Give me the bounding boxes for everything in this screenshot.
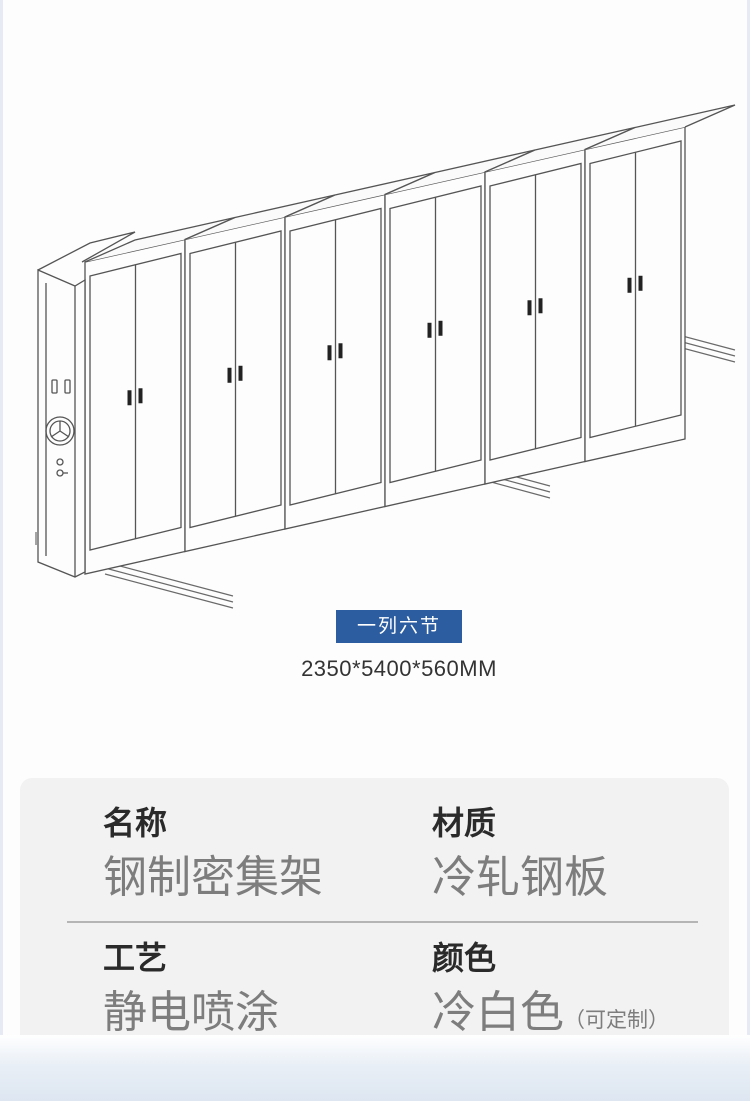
spec-name-label: 名称 <box>103 804 168 842</box>
door-handle-icon <box>538 298 543 314</box>
spec-color-note: （可定制） <box>564 1008 669 1032</box>
spec-material-value: 冷轧钢板 <box>432 852 608 903</box>
spec-divider <box>67 921 698 923</box>
spec-material-label: 材质 <box>432 804 497 842</box>
door-handle-icon <box>227 367 232 383</box>
background-band <box>0 1035 750 1101</box>
spec-color-label: 颜色 <box>432 939 497 977</box>
mobile-shelving-illustration <box>35 104 736 609</box>
spec-process-value: 静电喷涂 <box>103 987 279 1038</box>
cabinet-bay <box>384 149 536 508</box>
spec-color: 颜色 冷白色（可定制） <box>432 940 669 1045</box>
end-panel <box>37 231 136 578</box>
door-handle-icon <box>427 322 432 338</box>
cabinet-bay <box>584 104 736 463</box>
spec-name-value: 钢制密集架 <box>103 852 323 903</box>
spec-process: 工艺 静电喷涂 <box>103 940 279 1038</box>
spec-process-label: 工艺 <box>103 939 168 977</box>
spec-color-value: 冷白色 <box>432 987 564 1038</box>
door-handle-icon <box>327 345 332 361</box>
door-handle-icon <box>627 277 632 293</box>
door-handle-icon <box>238 365 243 381</box>
door-handle-icon <box>127 390 132 406</box>
door-handle-icon <box>438 320 443 336</box>
door-handle-icon <box>138 388 143 404</box>
spec-material: 材质 冷轧钢板 <box>432 805 608 903</box>
dimensions-text: 2350*5400*560MM <box>301 656 497 681</box>
spec-panel <box>20 778 729 1035</box>
door-handle-icon <box>638 275 643 291</box>
product-card: 一列六节 2350*5400*560MM 名称 钢制密集架 材质 冷轧钢板 工艺… <box>20 104 736 1038</box>
cabinet-bays <box>84 104 736 575</box>
spec-name: 名称 钢制密集架 <box>103 805 323 903</box>
door-handle-icon <box>527 300 532 316</box>
door-handle-icon <box>338 343 343 359</box>
configuration-badge: 一列六节 <box>336 610 462 643</box>
cabinet-bay <box>284 171 436 530</box>
spec-color-value-row: 冷白色（可定制） <box>432 988 669 1045</box>
